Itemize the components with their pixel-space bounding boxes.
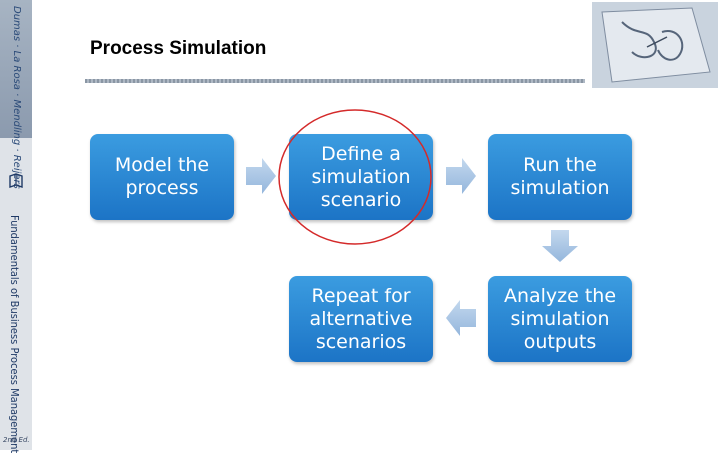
highlight-ellipse xyxy=(278,109,432,245)
sidebar: Dumas · La Rosa · Mendling · Reijers Fun… xyxy=(0,0,32,453)
step-run-simulation: Run the simulation xyxy=(488,134,632,220)
sidebar-header-band xyxy=(0,0,32,138)
step-label: Run the simulation xyxy=(510,154,610,199)
step-label: Define a simulation scenario xyxy=(311,142,411,211)
step-label: Model the process xyxy=(114,154,210,199)
step-label: Repeat for alternative scenarios xyxy=(309,284,413,353)
step-label: Analyze the simulation outputs xyxy=(503,284,617,353)
arrow-down-icon xyxy=(542,230,578,262)
step-model-process: Model the process xyxy=(90,134,234,220)
step-repeat-scenarios: Repeat for alternative scenarios xyxy=(289,276,433,362)
title-divider xyxy=(85,79,585,83)
page-title: Process Simulation xyxy=(90,38,267,59)
sidebar-edition: 2nd Ed. xyxy=(3,436,30,444)
arrow-right-icon xyxy=(446,158,476,194)
sidebar-book-title: Fundamentals of Business Process Managem… xyxy=(8,215,21,453)
arrow-right-icon xyxy=(246,158,276,194)
arrow-left-icon xyxy=(446,300,476,336)
drawing-hands-illustration xyxy=(592,2,718,88)
book-icon xyxy=(9,173,23,188)
sidebar-authors: Dumas · La Rosa · Mendling · Reijers xyxy=(11,6,22,189)
step-define-scenario: Define a simulation scenario xyxy=(289,134,433,220)
step-analyze-outputs: Analyze the simulation outputs xyxy=(488,276,632,362)
